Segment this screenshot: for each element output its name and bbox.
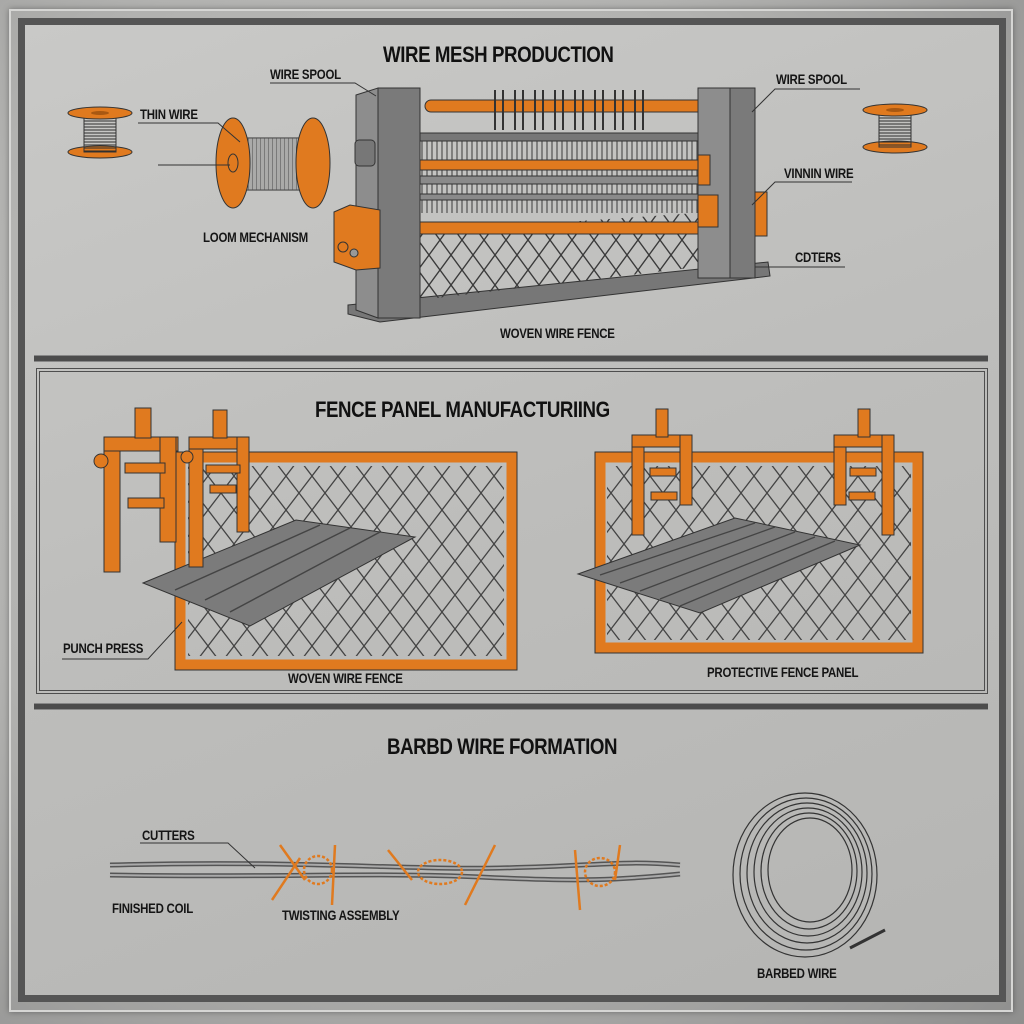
section-divider-bottom <box>34 703 988 710</box>
vinnin-wire-label: VINNIN WIRE <box>784 165 854 181</box>
barbed-wire-section-title: BARBD WIRE FORMATION <box>387 734 618 759</box>
small-spool-right-illustration <box>862 103 928 154</box>
fence-panel-right-illustration <box>576 408 924 654</box>
wire-mesh-section-title: WIRE MESH PRODUCTION <box>383 42 614 67</box>
section-divider-top <box>34 355 988 362</box>
woven-wire-fence-panel-label: WOVEN WIRE FENCE <box>288 670 403 686</box>
woven-wire-fence-top-label: WOVEN WIRE FENCE <box>500 325 615 341</box>
protective-fence-panel-label: PROTECTIVE FENCE PANEL <box>707 664 859 680</box>
fence-panel-left-illustration <box>62 407 518 671</box>
loom-machine-illustration <box>138 82 860 323</box>
wire-spool-right-label: WIRE SPOOL <box>776 71 847 87</box>
fence-panel-section-title: FENCE PANEL MANUFACTURIING <box>315 397 610 422</box>
barbed-wire-strand-illustration <box>109 842 681 911</box>
punch-press-label: PUNCH PRESS <box>63 640 144 656</box>
large-spool-illustration <box>158 117 331 209</box>
twisting-assembly-label: TWISTING ASSEMBLY <box>282 907 400 923</box>
thin-wire-label: THIN WIRE <box>140 106 198 122</box>
finished-coil-illustration <box>732 792 886 958</box>
small-spool-left-illustration <box>67 106 133 159</box>
fence-panel-section-box <box>36 368 988 694</box>
barbed-wire-label: BARBED WIRE <box>757 965 837 981</box>
loom-mechanism-label: LOOM MECHANISM <box>203 229 308 245</box>
cutters-bottom-label: CUTTERS <box>142 827 195 843</box>
cutters-top-label: CDTERS <box>795 249 841 265</box>
wire-spool-left-label: WIRE SPOOL <box>270 66 341 82</box>
outer-frame <box>9 9 1013 1012</box>
finished-coil-label: FINISHED COIL <box>112 900 194 916</box>
